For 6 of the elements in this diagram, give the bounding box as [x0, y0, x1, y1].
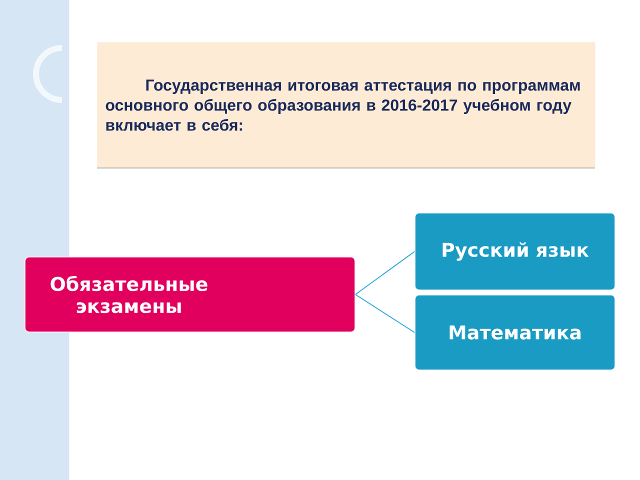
category-box: Обязательные экзамены [24, 256, 356, 332]
connector-line [354, 294, 416, 333]
title-box: Государственная итоговая аттестация по программам основного общего образования в 2016-2017 учебном году включает в себя: [97, 42, 596, 168]
connector-line [354, 251, 416, 295]
subject-box: Русский язык [414, 212, 616, 290]
subject-box: Математика [414, 294, 616, 370]
